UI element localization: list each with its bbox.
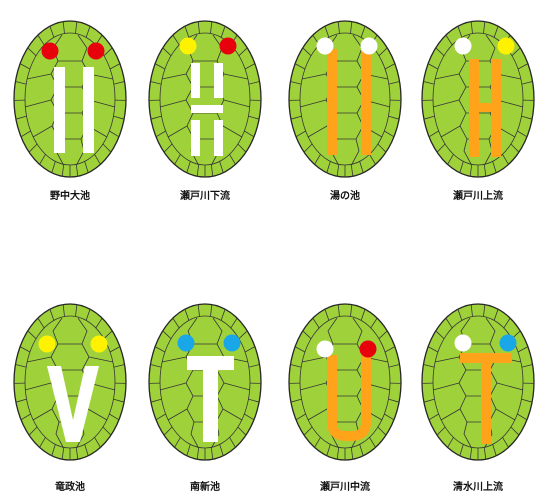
marking-panel: 瀬戸川下流 (147, 19, 263, 204)
marking-panel: 湯の池 (287, 19, 403, 204)
right-dot-marker (498, 38, 515, 55)
right-dot-marker (500, 335, 517, 352)
left-dot-marker (317, 38, 334, 55)
left-dot-marker (178, 335, 195, 352)
carapace-diagram (287, 19, 403, 179)
marking-panel: 野中大池 (12, 19, 128, 204)
marking-panel: 竜政池 (12, 302, 128, 495)
paint-mark (191, 63, 200, 98)
paint-mark (460, 353, 512, 363)
carapace-outline (149, 21, 261, 177)
paint-mark (83, 67, 94, 153)
carapace-diagram (147, 302, 263, 462)
right-dot-marker (91, 336, 108, 353)
left-dot-marker (317, 341, 334, 358)
paint-mark (203, 370, 218, 442)
paint-mark (187, 356, 234, 370)
paint-mark (214, 120, 223, 156)
paint-mark (191, 120, 200, 156)
paint-mark (214, 63, 223, 98)
left-dot-marker (180, 38, 197, 55)
site-label: 瀬戸川中流 (287, 481, 403, 495)
carapace-diagram (12, 19, 128, 179)
left-dot-marker (455, 335, 472, 352)
right-dot-marker (220, 38, 237, 55)
right-dot-marker (360, 341, 377, 358)
paint-mark (469, 103, 501, 112)
left-dot-marker (42, 43, 59, 60)
left-dot-marker (455, 38, 472, 55)
left-dot-marker (39, 336, 56, 353)
marking-panel: 南新池 (147, 302, 263, 495)
site-label: 清水川上流 (420, 481, 536, 495)
site-label: 瀬戸川上流 (420, 190, 536, 204)
marking-panel: 瀬戸川上流 (420, 19, 536, 204)
site-label: 竜政池 (12, 481, 128, 495)
carapace-diagram (287, 302, 403, 462)
paint-mark (54, 67, 65, 153)
marking-panel: 清水川上流 (420, 302, 536, 495)
carapace-diagram (420, 19, 536, 179)
right-dot-marker (88, 43, 105, 60)
carapace-outline (14, 21, 126, 177)
marking-panel: 瀬戸川中流 (287, 302, 403, 495)
right-dot-marker (361, 38, 378, 55)
carapace-diagram (420, 302, 536, 462)
paint-mark (361, 49, 371, 155)
carapace-outline (289, 21, 401, 177)
site-label: 野中大池 (12, 190, 128, 204)
carapace-diagram (12, 302, 128, 462)
site-label: 南新池 (147, 481, 263, 495)
right-dot-marker (224, 335, 241, 352)
paint-mark (481, 363, 491, 444)
paint-mark (327, 49, 337, 155)
carapace-diagram (147, 19, 263, 179)
site-label: 瀬戸川下流 (147, 190, 263, 204)
carapace-outline (422, 304, 534, 460)
paint-mark (191, 105, 223, 113)
site-label: 湯の池 (287, 190, 403, 204)
